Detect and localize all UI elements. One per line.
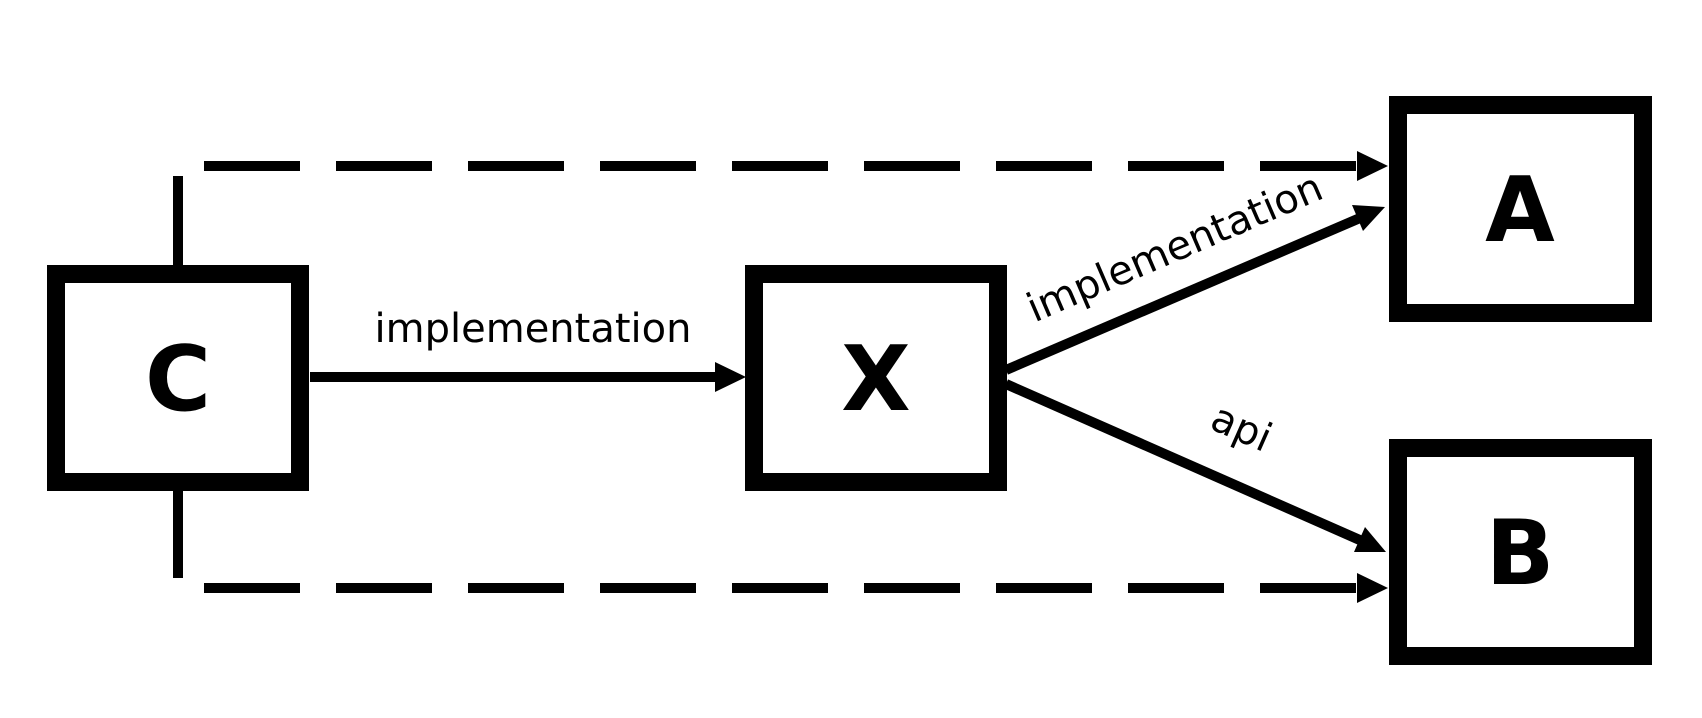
- node-c-box: [47, 265, 309, 491]
- node-c[interactable]: C: [47, 265, 309, 491]
- edge-x-to-b-line: [1003, 379, 1365, 546]
- arrowhead-icon: [1357, 151, 1388, 181]
- node-b[interactable]: B: [1389, 439, 1652, 665]
- node-a-label: A: [1485, 158, 1555, 263]
- node-x[interactable]: X: [745, 265, 1007, 491]
- arrowhead-icon: [1352, 205, 1385, 231]
- edge-x-to-b: api: [1003, 379, 1386, 552]
- node-x-box: [745, 265, 1007, 491]
- edge-c-to-a-dashed: [173, 151, 1388, 266]
- node-b-box: [1389, 439, 1652, 665]
- edge-c-to-b-dashed: [173, 490, 1388, 603]
- node-a-box: [1389, 96, 1652, 322]
- arrowhead-icon: [1357, 573, 1388, 603]
- node-b-label: B: [1486, 501, 1555, 606]
- node-c-label: C: [145, 327, 211, 432]
- edge-x-to-b-label: api: [1204, 395, 1278, 462]
- node-x-label: X: [841, 327, 910, 432]
- edge-x-to-a-line: [1004, 213, 1362, 375]
- arrowhead-icon: [1354, 527, 1386, 552]
- edge-c-to-x: implementation: [310, 306, 746, 392]
- arrowhead-icon: [715, 362, 746, 392]
- node-a[interactable]: A: [1389, 96, 1652, 322]
- edge-c-to-x-label: implementation: [375, 306, 692, 352]
- edge-x-to-a: implementation: [1004, 164, 1385, 375]
